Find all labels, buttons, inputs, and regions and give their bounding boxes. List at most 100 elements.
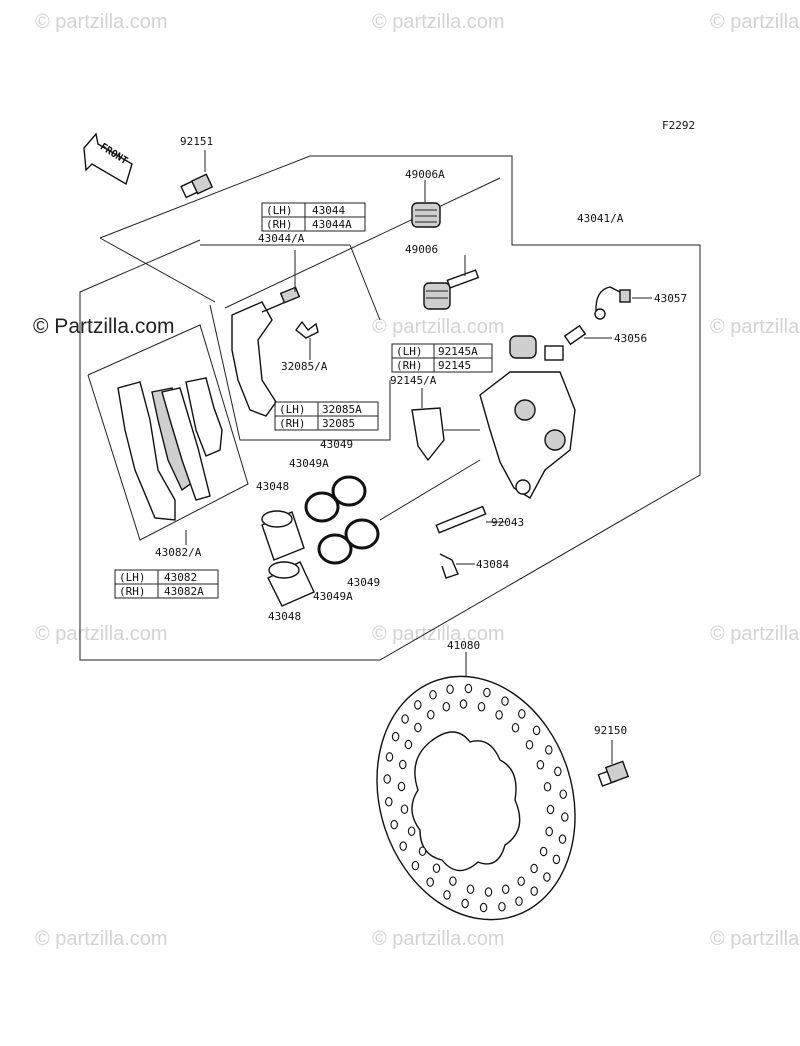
label-92145A: 92145/A (390, 374, 437, 387)
caliper-body (479, 335, 576, 499)
front-arrow-icon: FRONT (83, 132, 133, 186)
disc-hole (432, 863, 441, 873)
label-41080: 41080 (447, 639, 480, 652)
disc-hole (554, 766, 562, 777)
label-92150: 92150 (594, 724, 627, 737)
disc-hole (530, 886, 538, 896)
watermark: © partzilla.com (710, 316, 800, 338)
label-92043: 92043 (491, 516, 524, 529)
disc-hole (443, 890, 451, 900)
boot-49006 (423, 255, 480, 310)
watermarks: © partzilla.com © partzilla.com © partzi… (33, 11, 800, 950)
label-43056: 43056 (614, 332, 647, 345)
watermark: © Partzilla.com (33, 315, 175, 338)
disc-hole (552, 854, 561, 865)
disc-hole (397, 781, 406, 792)
pistons-and-seals (261, 459, 481, 607)
watermark: © partzilla.com (372, 623, 505, 645)
table-43082-rh-value: 43082A (164, 585, 204, 598)
disc-hole (404, 739, 413, 750)
watermark: © partzilla.com (35, 623, 168, 645)
table-32085-rh-side: (RH) (279, 417, 306, 430)
label-43049-bottom: 43049 (347, 576, 380, 589)
disc-hole (426, 877, 434, 887)
figure-code: F2292 (662, 119, 695, 132)
pin-and-clip (435, 505, 505, 579)
disc-hole (459, 699, 468, 709)
disc-hole (399, 841, 407, 851)
bolt-92150 (597, 740, 630, 787)
table-43082: (LH) 43082 (RH) 43082A (114, 569, 219, 599)
disc-hole (525, 740, 534, 750)
disc-hole (390, 819, 398, 830)
cap-43057 (594, 286, 652, 320)
table-43044-lh-value: 43044 (312, 204, 345, 217)
table-32085-lh-value: 32085A (322, 403, 362, 416)
spring-32085 (295, 320, 319, 360)
label-49006A: 49006A (405, 168, 445, 181)
table-43044-lh-side: (LH) (266, 204, 293, 217)
disc-hole (483, 687, 491, 698)
disc-hole (414, 722, 422, 733)
table-92145-rh-side: (RH) (396, 359, 423, 372)
disc-hole (495, 710, 503, 720)
table-32085-lh-side: (LH) (279, 403, 306, 416)
watermark: © partzilla.com (710, 928, 800, 950)
bleeder-43056 (563, 324, 612, 346)
disc-hole (385, 752, 394, 762)
disc-hole (383, 774, 391, 784)
label-32085A: 32085/A (281, 360, 328, 373)
disc-hole (391, 731, 400, 742)
watermark: © partzilla.com (372, 11, 505, 33)
table-43044-rh-value: 43044A (312, 218, 352, 231)
label-43048-top: 43048 (256, 480, 289, 493)
disc-hole (414, 700, 422, 710)
disc-hole (536, 760, 545, 770)
label-43044A: 43044/A (258, 232, 305, 245)
boot-49006A (411, 180, 441, 228)
pad-spring-92145 (411, 388, 480, 462)
disc-hole (385, 797, 393, 807)
brake-pads (87, 324, 249, 545)
disc-holes (383, 683, 569, 913)
disc-hole (442, 701, 451, 712)
disc-hole (477, 702, 486, 712)
bolt-92151 (180, 150, 214, 199)
label-43049A-bottom: 43049A (313, 590, 353, 603)
watermark: © partzilla.com (372, 928, 505, 950)
table-92145-lh-side: (LH) (396, 345, 423, 358)
label-92151: 92151 (180, 135, 213, 148)
label-49006: 49006 (405, 243, 438, 256)
disc-hole (501, 696, 509, 706)
disc-hole (518, 709, 526, 719)
disc-hole (411, 860, 420, 871)
disc-hole (418, 846, 427, 856)
part-labels: 92151 49006A 49006 43041/A 43044/A 43057… (155, 135, 687, 737)
disc-hole (546, 804, 555, 815)
label-43084: 43084 (476, 558, 509, 571)
disc-hole (498, 901, 506, 912)
disc-hole (515, 896, 523, 906)
label-43082A: 43082/A (155, 546, 202, 559)
disc-hole (561, 812, 569, 822)
table-92145-rh-value: 92145 (438, 359, 471, 372)
disc-hole (407, 826, 416, 836)
watermark: © partzilla.com (710, 623, 800, 645)
watermark: © partzilla.com (710, 11, 800, 33)
disc-hole (511, 723, 520, 733)
disc-hole (532, 725, 541, 736)
disc-hole (399, 759, 407, 770)
brake-disc-41080 (376, 652, 576, 921)
disc-hole (545, 826, 553, 837)
watermark: © partzilla.com (35, 11, 168, 33)
table-43044: (LH) 43044 (RH) 43044A (261, 202, 366, 232)
table-92145: (LH) 92145A (RH) 92145 (391, 343, 493, 373)
label-43049A-top: 43049A (289, 457, 329, 470)
disc-hole (400, 804, 409, 814)
disc-hole (429, 690, 437, 700)
watermark: © partzilla.com (35, 928, 168, 950)
table-43082-rh-side: (RH) (119, 585, 146, 598)
caliper-bracket (200, 244, 391, 441)
disc-hole (558, 834, 567, 844)
